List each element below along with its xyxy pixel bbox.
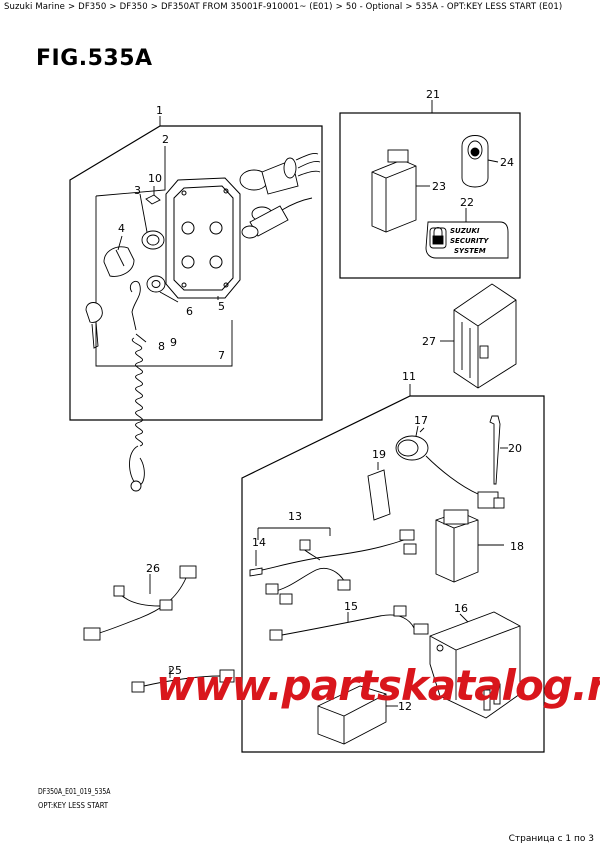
breadcrumb-item-1[interactable]: DF350 (78, 2, 107, 12)
page-indicator: Страница с 1 по 3 (508, 834, 594, 844)
callout-14[interactable]: 14 (252, 536, 266, 549)
callout-24[interactable]: 24 (500, 156, 514, 169)
harness-13 (257, 527, 417, 605)
bracket-16 (429, 611, 521, 719)
callout-25[interactable]: 25 (168, 664, 182, 677)
figure-title: FIG.535A (36, 46, 153, 71)
callout-17[interactable]: 17 (414, 414, 428, 427)
callout-9[interactable]: 9 (170, 336, 177, 349)
breadcrumb-item-4[interactable]: 50 - Optional (345, 2, 403, 12)
callout-12[interactable]: 12 (398, 700, 412, 713)
leader-2 (95, 146, 166, 197)
ring-nut-6 (146, 275, 179, 303)
callout-18[interactable]: 18 (510, 540, 524, 553)
harness-25 (131, 668, 235, 693)
callout-13[interactable]: 13 (288, 510, 302, 523)
assembly-1-box (69, 125, 323, 421)
callout-1[interactable]: 1 (156, 104, 163, 117)
callout-10[interactable]: 10 (148, 172, 162, 185)
assembly-21-box (339, 112, 521, 279)
sticker-line-3: SYSTEM (454, 247, 486, 255)
breadcrumb-separator: > (405, 2, 413, 12)
callout-7[interactable]: 7 (218, 349, 225, 362)
breadcrumb-separator: > (67, 2, 76, 12)
security-sticker-22 (425, 208, 509, 259)
callout-5[interactable]: 5 (218, 300, 225, 313)
callout-3[interactable]: 3 (134, 184, 141, 197)
callout-19[interactable]: 19 (372, 448, 386, 461)
knob-4 (103, 235, 135, 277)
breadcrumb-item-0[interactable]: Suzuki Marine (4, 2, 65, 12)
callout-21[interactable]: 21 (426, 88, 440, 101)
bracket-2 (95, 196, 162, 367)
breadcrumb-separator: > (109, 2, 117, 12)
callout-6[interactable]: 6 (186, 305, 193, 318)
figure-code: DF350A_E01_019_535A (38, 787, 111, 796)
relay-18 (435, 509, 504, 583)
bracket-7 (160, 320, 233, 367)
callout-16[interactable]: 16 (454, 602, 468, 615)
assembly-11-box (241, 395, 545, 753)
watermark-logo: www.partskatalog.ru (156, 661, 600, 710)
fob-24 (461, 135, 499, 188)
callout-27[interactable]: 27 (422, 335, 436, 348)
callout-11[interactable]: 11 (402, 370, 416, 383)
callout-15[interactable]: 15 (344, 600, 358, 613)
sticker-line-1: SUZUKI (450, 227, 480, 235)
callout-26[interactable]: 26 (146, 562, 160, 575)
nut-3 (139, 193, 165, 250)
module-23 (371, 149, 430, 233)
callout-20[interactable]: 20 (508, 442, 522, 455)
callout-8[interactable]: 8 (158, 340, 165, 353)
key-switch-assembly (239, 153, 321, 239)
dash-panel-plate (165, 177, 241, 299)
callout-2[interactable]: 2 (162, 133, 169, 146)
lanyard-8 (129, 280, 145, 492)
plate-19 (367, 462, 391, 521)
breadcrumb-separator: > (150, 2, 158, 12)
screw-14 (249, 550, 263, 577)
harness-15 (269, 605, 429, 641)
breadcrumb-item-2[interactable]: DF350 (119, 2, 148, 12)
screw-10 (145, 186, 161, 205)
breadcrumb-item-3[interactable]: DF350AT FROM 35001F-910001~ (E01) (160, 2, 333, 12)
callout-22[interactable]: 22 (460, 196, 474, 209)
leader-9 (135, 333, 147, 343)
cable-tie-20 (489, 415, 508, 485)
unit-12 (317, 685, 398, 745)
breadcrumb-current: 535A - OPT:KEY LESS START (E01) (415, 2, 563, 12)
figure-caption: OPT:KEY LESS START (38, 801, 109, 810)
breadcrumb-separator: > (335, 2, 343, 12)
key-fob (85, 302, 103, 349)
harness-26 (83, 565, 197, 641)
ecu-27 (440, 283, 517, 389)
sticker-line-2: SECURITY (450, 237, 489, 245)
callout-4[interactable]: 4 (118, 222, 125, 235)
callout-23[interactable]: 23 (432, 180, 446, 193)
sensor-17 (395, 425, 505, 509)
breadcrumb: Suzuki Marine>DF350>DF350>DF350AT FROM 3… (4, 2, 562, 12)
